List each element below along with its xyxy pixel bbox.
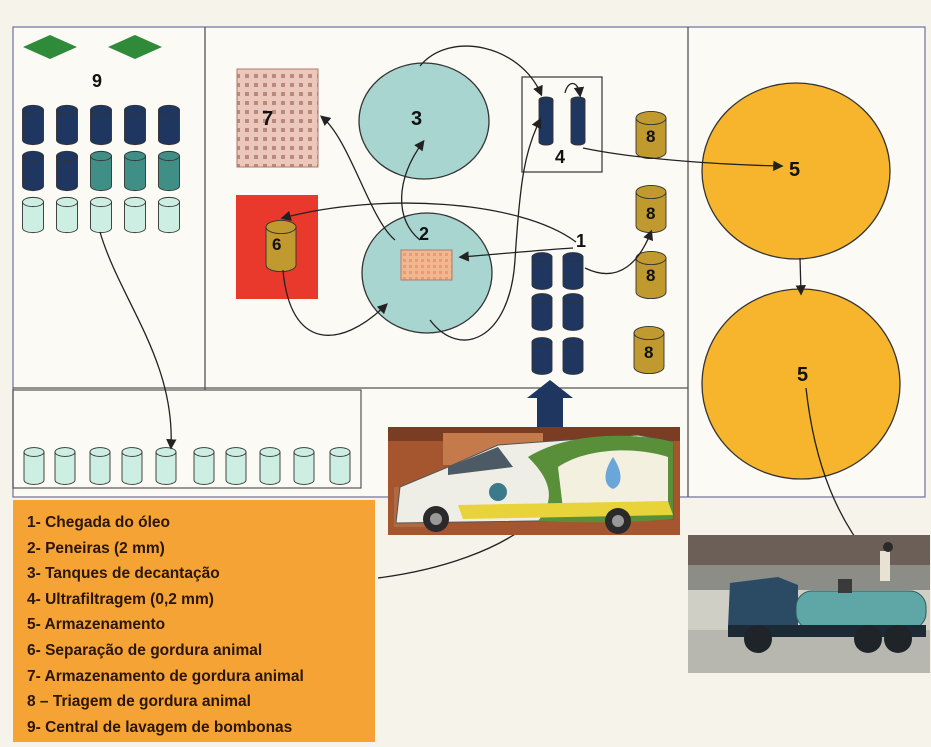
tanker-truck-photo (688, 535, 930, 673)
fat-storage-grid (237, 69, 318, 167)
bin-light (294, 448, 314, 485)
bin-light (260, 448, 280, 485)
bin-dark (532, 294, 552, 331)
bin-light (24, 448, 44, 485)
bin-light (159, 197, 180, 232)
bin-dark (91, 105, 112, 144)
legend-item-1: 1- Chegada do óleo (27, 510, 375, 536)
bin-light (330, 448, 350, 485)
label-4: 4 (555, 147, 565, 167)
bin-dark (563, 338, 583, 375)
label-9: 9 (92, 71, 102, 91)
van-photo (388, 427, 680, 535)
legend-item-2: 2- Peneiras (2 mm) (27, 536, 375, 562)
bin-dark (532, 338, 552, 375)
bin-light (125, 197, 146, 232)
bin-light (57, 197, 78, 232)
legend-item-5: 5- Armazenamento (27, 612, 375, 638)
label-7: 7 (262, 108, 273, 130)
legend-item-4: 4- Ultrafiltragem (0,2 mm) (27, 587, 375, 613)
bin-dark (532, 253, 552, 290)
filter-cylinder (571, 97, 585, 145)
bin-light (91, 197, 112, 232)
bin-dark (159, 105, 180, 144)
bin-light (122, 448, 142, 485)
label-3: 3 (411, 108, 422, 130)
bin-dark (57, 105, 78, 144)
bin-dark (563, 294, 583, 331)
bin-light (90, 448, 110, 485)
bin-dark (23, 151, 44, 190)
bin-light (156, 448, 176, 485)
settling-tank-3 (359, 63, 489, 179)
label-5b: 5 (797, 364, 808, 386)
label-8b: 8 (646, 204, 655, 223)
filter-cylinder (539, 97, 553, 145)
bin-teal (159, 151, 180, 190)
legend-item-7: 7- Armazenamento de gordura animal (27, 664, 375, 690)
bin-light (55, 448, 75, 485)
label-8a: 8 (646, 127, 655, 146)
label-6: 6 (272, 235, 281, 254)
bin-teal (125, 151, 146, 190)
bin-light (194, 448, 214, 485)
bin-dark (23, 105, 44, 144)
label-1: 1 (576, 231, 586, 251)
legend-panel: 1- Chegada do óleo 2- Peneiras (2 mm) 3-… (13, 500, 375, 742)
label-2: 2 (419, 224, 429, 244)
legend-item-3: 3- Tanques de decantação (27, 561, 375, 587)
legend-item-6: 6- Separação de gordura animal (27, 638, 375, 664)
bin-teal (91, 151, 112, 190)
sieve-grid (401, 250, 452, 280)
bin-light (226, 448, 246, 485)
bin-dark (57, 151, 78, 190)
label-5a: 5 (789, 159, 800, 181)
bin-dark (563, 253, 583, 290)
legend-item-8: 8 – Triagem de gordura animal (27, 689, 375, 715)
bin-light (23, 197, 44, 232)
label-8c: 8 (646, 266, 655, 285)
label-8d: 8 (644, 343, 653, 362)
legend-item-9: 9- Central de lavagem de bombonas (27, 715, 375, 741)
bin-dark (125, 105, 146, 144)
